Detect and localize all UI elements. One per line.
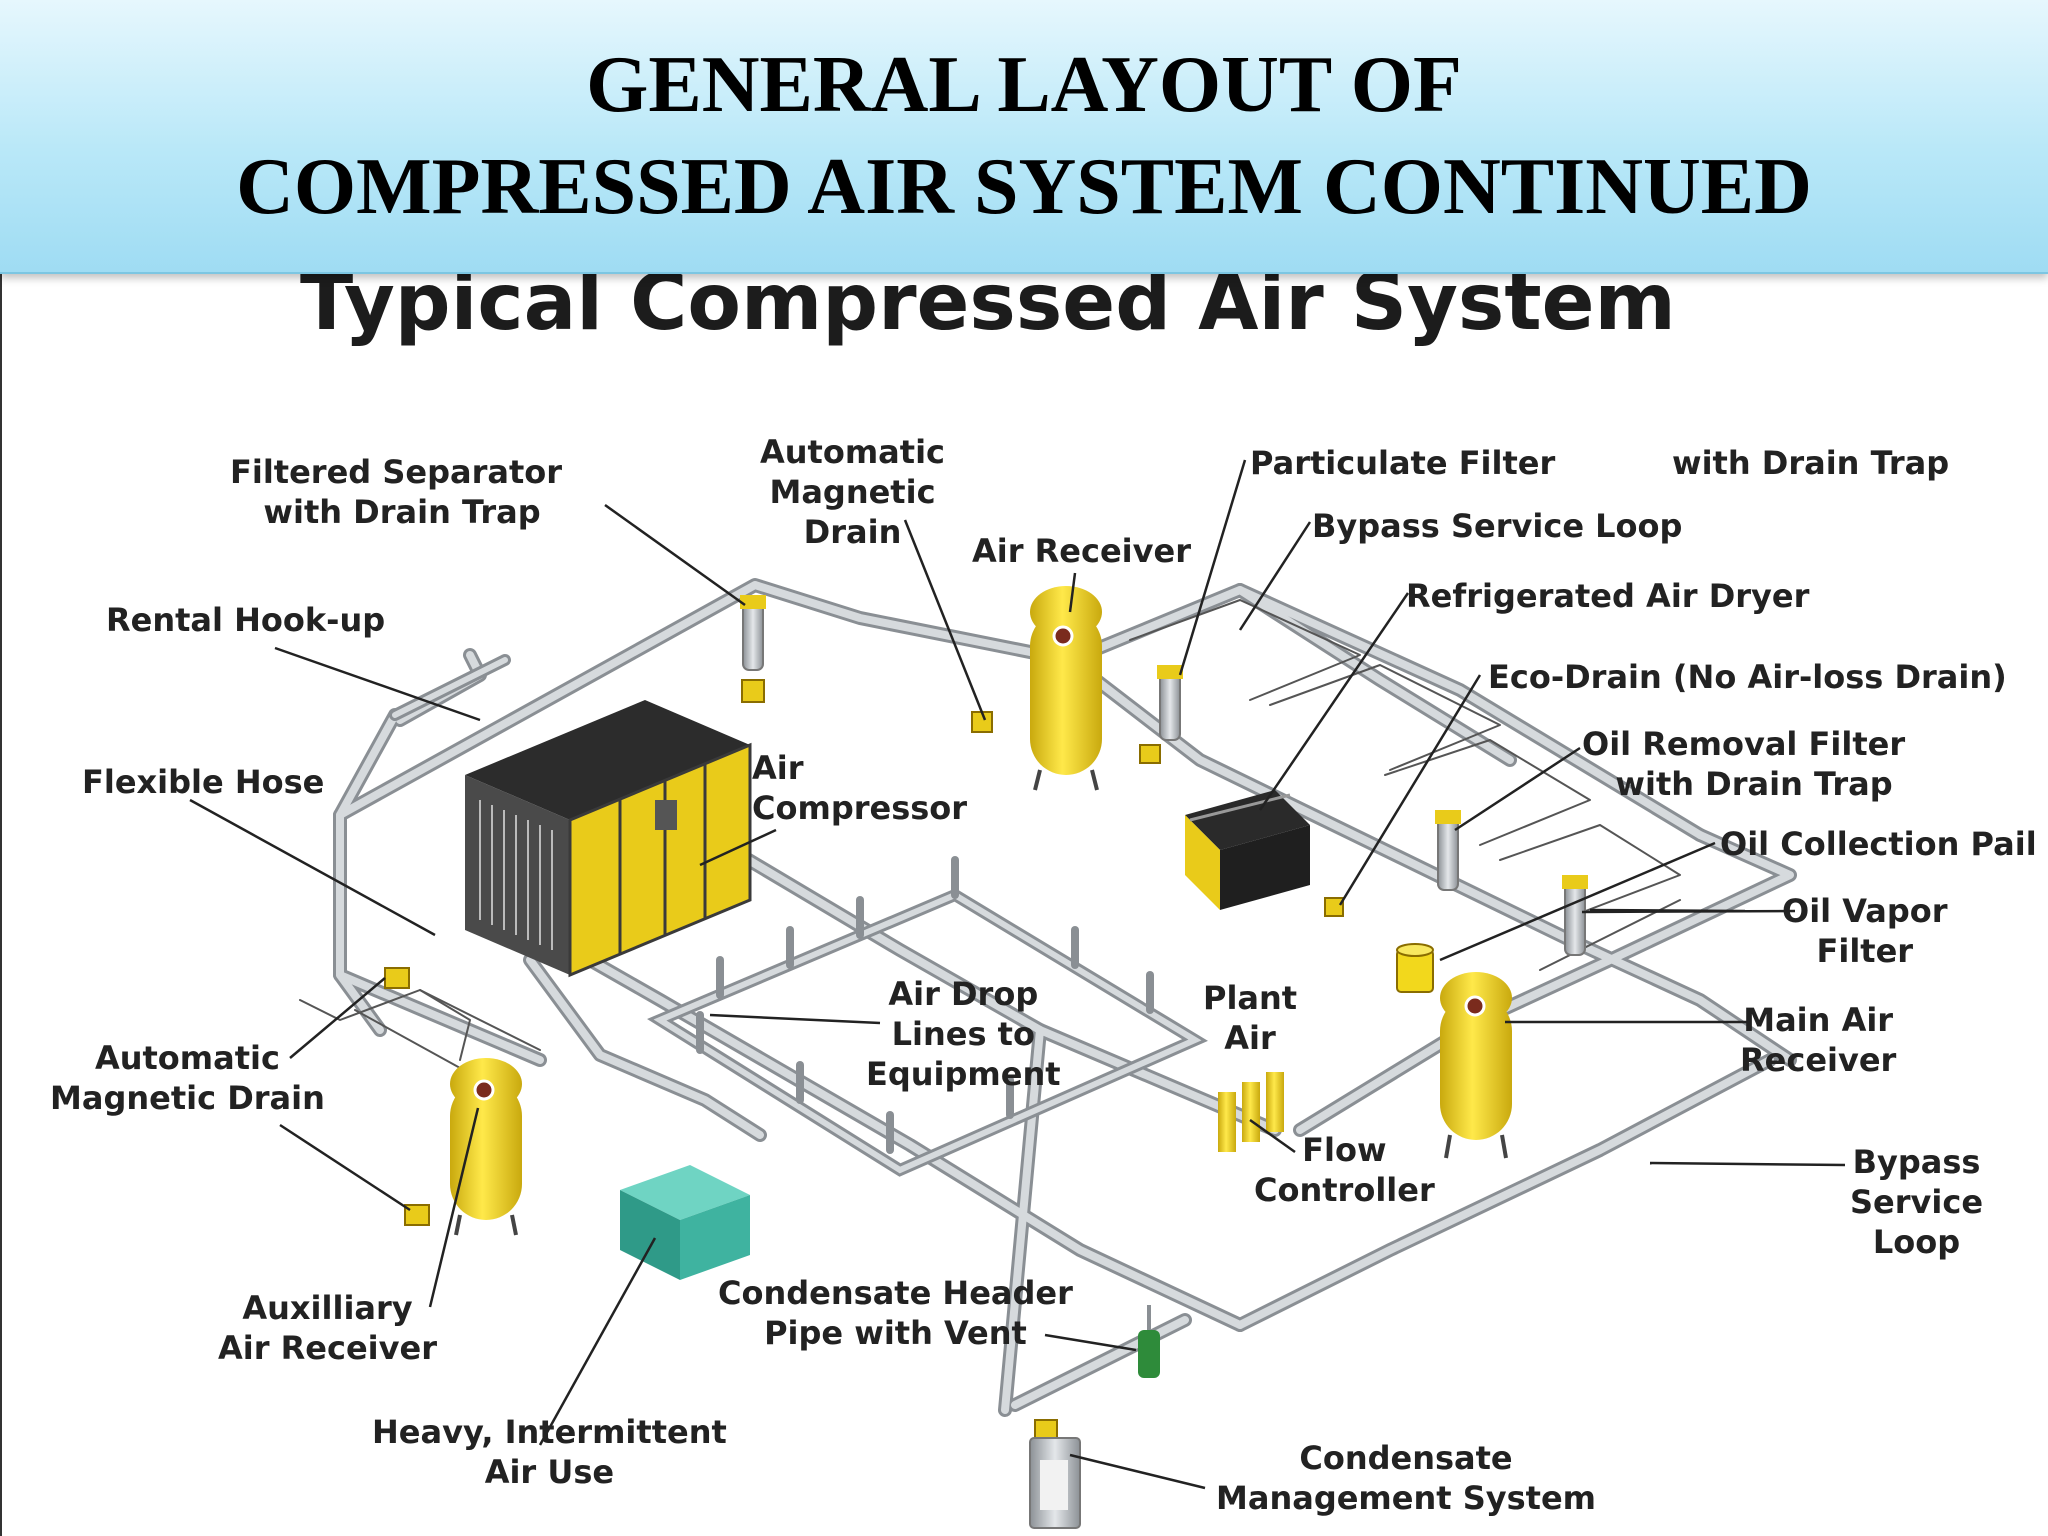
label-flexible-hose: Flexible Hose [82, 763, 325, 801]
refrigerated-air-dryer [1185, 790, 1310, 910]
condensate-vent [1138, 1305, 1160, 1378]
label-auxiliary-air-receiver: Auxilliary Air Receiver [218, 1289, 437, 1367]
air-receiver-tank [1030, 586, 1102, 791]
auxiliary-air-receiver-tank [450, 1058, 522, 1236]
label-plant-air: Plant Air [1203, 979, 1298, 1057]
label-bypass-service-loop-right: Bypass Service Loop [1850, 1143, 1984, 1261]
label-automatic-magnetic-drain-left: Automatic Magnetic Drain [50, 1039, 325, 1117]
air-drop-lines-loop [647, 856, 1208, 1177]
header-title-line-1: GENERAL LAYOUT OF [586, 41, 1462, 129]
drain-traps [384, 679, 1344, 1439]
heavy-air-use-box [620, 1165, 750, 1280]
label-main-air-receiver: Main Air Receiver [1740, 1001, 1897, 1079]
label-oil-removal-filter: Oil Removal Filter with Drain Trap [1582, 725, 1906, 803]
label-particulate-filter: Particulate Filter [1250, 444, 1556, 482]
header-title-line-2: COMPRESSED AIR SYSTEM CONTINUED [236, 143, 1812, 231]
flow-controller [1218, 1072, 1284, 1152]
label-flow-controller: Flow Controller [1254, 1131, 1435, 1209]
label-condensate-header: Condensate Header Pipe with Vent [718, 1274, 1073, 1352]
oil-collection-pail [1396, 943, 1434, 993]
condensate-management-unit [1029, 1437, 1081, 1529]
label-with-drain-trap: with Drain Trap [1672, 444, 1950, 482]
label-air-receiver: Air Receiver [972, 532, 1191, 570]
filters [740, 595, 1588, 956]
label-oil-vapor-filter: Oil Vapor Filter [1782, 892, 1948, 970]
label-bypass-service-loop-top: Bypass Service Loop [1312, 507, 1683, 545]
label-filtered-separator: Filtered Separator with Drain Trap [230, 453, 563, 531]
label-eco-drain: Eco-Drain (No Air-loss Drain) [1488, 658, 2007, 696]
left-border [0, 272, 2, 1536]
label-air-drop-lines: Air Drop Lines to Equipment [866, 975, 1061, 1093]
label-refrigerated-air-dryer: Refrigerated Air Dryer [1406, 577, 1810, 615]
main-air-receiver-tank [1440, 972, 1512, 1159]
label-heavy-intermittent-air-use: Heavy, Intermittent Air Use [372, 1413, 727, 1491]
label-automatic-magnetic-drain-top: Automatic Magnetic Drain [760, 433, 945, 551]
label-condensate-management: Condensate Management System [1216, 1439, 1596, 1517]
leader-lines [189, 459, 1846, 1490]
air-compressor [465, 700, 752, 978]
label-oil-collection-pail: Oil Collection Pail [1720, 825, 2037, 863]
label-rental-hookup: Rental Hook-up [106, 601, 386, 639]
slide-header: GENERAL LAYOUT OF COMPRESSED AIR SYSTEM … [0, 0, 2048, 274]
label-air-compressor: Air Compressor [752, 749, 968, 827]
